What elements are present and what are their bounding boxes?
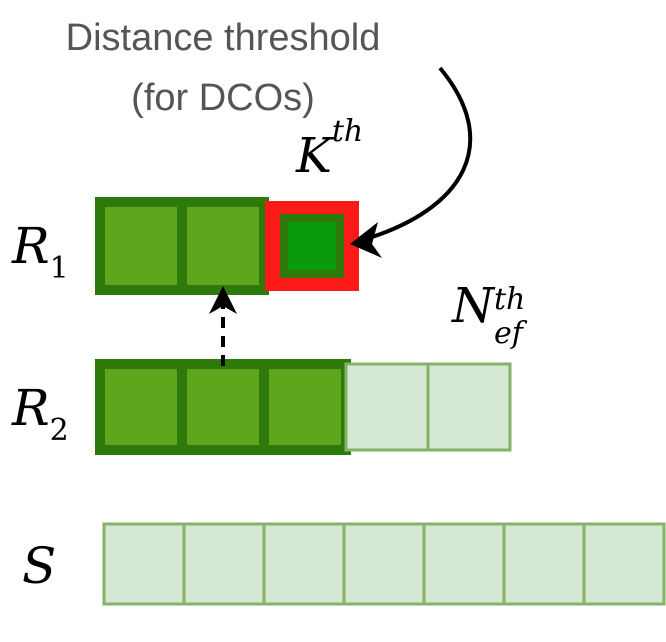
- row-label-r2: R2: [12, 380, 69, 455]
- nef-subscript: ef: [494, 316, 523, 351]
- row-label-r1: R1: [12, 218, 69, 293]
- kth-label: Kth: [296, 114, 363, 184]
- kth-base: K: [296, 128, 332, 184]
- r2-cell-filled: [259, 359, 351, 455]
- r2-cell-filled: [95, 359, 187, 455]
- kth-superscript: th: [331, 114, 364, 149]
- r2-base: R: [12, 379, 50, 437]
- curved-arrow-to-kth: [355, 66, 473, 244]
- row-r2-cells: [95, 359, 512, 455]
- curved-arrow-head: [350, 222, 382, 258]
- s-cell-empty: [342, 522, 426, 606]
- row-label-s: S: [22, 538, 56, 594]
- caption-line-2: (for DCOs): [131, 77, 315, 119]
- s-cell-empty: [422, 522, 506, 606]
- r2-subscript: 2: [49, 413, 69, 448]
- row-s-cells: [102, 522, 666, 606]
- s-cell-empty: [582, 522, 666, 606]
- s-base: S: [22, 537, 57, 595]
- s-cell-empty: [502, 522, 586, 606]
- r2-cell-empty: [426, 362, 512, 452]
- dashed-arrow-head: [209, 286, 237, 314]
- caption-line-1: Distance threshold: [65, 17, 381, 59]
- r1-base: R: [12, 217, 50, 275]
- row-r1-cells: [95, 197, 359, 295]
- r1-subscript: 1: [49, 251, 69, 286]
- s-cell-empty: [182, 522, 266, 606]
- nef-superscript: th: [494, 282, 526, 317]
- s-cell-empty: [262, 522, 346, 606]
- s-cell-empty: [102, 522, 186, 606]
- r1-cell-filled: [95, 197, 187, 295]
- r2-cell-filled: [177, 359, 269, 455]
- nef-base: N: [452, 278, 494, 334]
- r1-cell-kth: [280, 214, 344, 278]
- r2-cell-empty: [344, 362, 430, 452]
- r1-cell-filled: [177, 197, 269, 295]
